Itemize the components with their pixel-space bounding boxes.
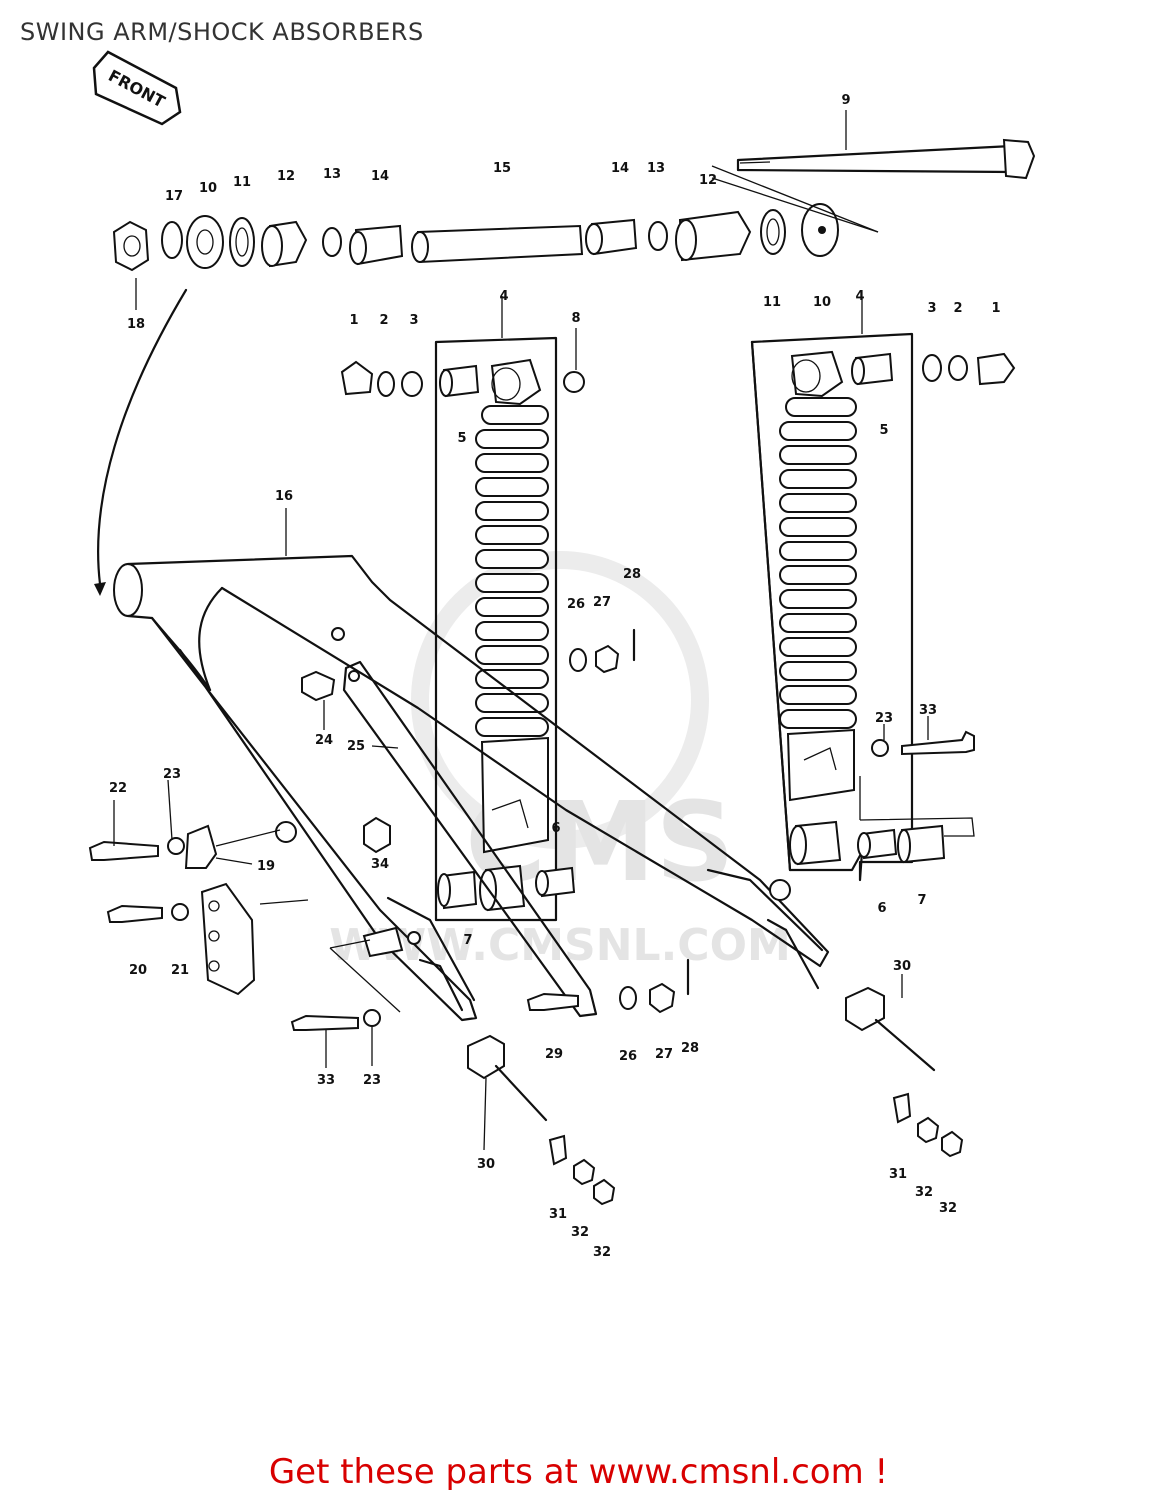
callout-14: 14 xyxy=(611,161,629,176)
pivot-shaft xyxy=(736,138,1036,180)
callout-5: 5 xyxy=(879,423,888,438)
callout-31: 31 xyxy=(549,1207,567,1222)
assembly-arrow xyxy=(97,288,188,586)
leader-lines xyxy=(113,110,929,1151)
callout-1: 1 xyxy=(991,301,1000,316)
callout-11: 11 xyxy=(233,175,251,190)
front-arrow-icon: FRONT xyxy=(92,50,182,126)
callout-19: 19 xyxy=(257,859,275,874)
left-shock-panel xyxy=(434,336,576,922)
right-spring xyxy=(779,397,857,729)
footer-link[interactable]: Get these parts at www.cmsnl.com ! xyxy=(268,1452,889,1492)
callout-23: 23 xyxy=(875,711,893,726)
callout-10: 10 xyxy=(813,295,831,310)
callout-12: 12 xyxy=(277,169,295,184)
callout-30: 30 xyxy=(893,959,911,974)
callout-9: 9 xyxy=(841,93,850,108)
callout-14: 14 xyxy=(371,169,389,184)
callout-5: 5 xyxy=(457,431,466,446)
callout-26: 26 xyxy=(619,1049,637,1064)
torque-link xyxy=(342,660,598,1018)
callout-25: 25 xyxy=(347,739,365,754)
callout-22: 22 xyxy=(109,781,127,796)
callout-33: 33 xyxy=(919,703,937,718)
callout-20: 20 xyxy=(129,963,147,978)
callout-32: 32 xyxy=(593,1245,611,1260)
left-spring xyxy=(475,405,549,737)
callout-32: 32 xyxy=(915,1185,933,1200)
callout-24: 24 xyxy=(315,733,333,748)
callout-27: 27 xyxy=(593,595,611,610)
swing-arm xyxy=(113,554,830,1022)
callout-33: 33 xyxy=(317,1073,335,1088)
callout-21: 21 xyxy=(171,963,189,978)
callout-2: 2 xyxy=(379,313,388,328)
callout-4: 4 xyxy=(855,289,864,304)
callout-18: 18 xyxy=(127,317,145,332)
callout-13: 13 xyxy=(323,167,341,182)
callout-6: 6 xyxy=(551,821,560,836)
callout-23: 23 xyxy=(363,1073,381,1088)
page-title: SWING ARM/SHOCK ABSORBERS xyxy=(20,18,424,46)
callout-28: 28 xyxy=(623,567,641,582)
callout-32: 32 xyxy=(571,1225,589,1240)
callout-4: 4 xyxy=(499,289,508,304)
callout-31: 31 xyxy=(889,1167,907,1182)
upper-right-hardware xyxy=(922,352,1016,386)
callout-11: 11 xyxy=(763,295,781,310)
fasteners xyxy=(88,628,975,1206)
callout-28: 28 xyxy=(681,1041,699,1056)
callouts: 9 17 10 11 12 13 14 15 14 13 12 11 10 18… xyxy=(109,93,1001,1260)
callout-8: 8 xyxy=(571,311,580,326)
callout-3: 3 xyxy=(409,313,418,328)
callout-15: 15 xyxy=(493,161,511,176)
callout-16: 16 xyxy=(275,489,293,504)
callout-2: 2 xyxy=(953,301,962,316)
callout-13: 13 xyxy=(647,161,665,176)
assembly-arrow-head xyxy=(94,582,106,596)
callout-17: 17 xyxy=(165,189,183,204)
callout-10: 10 xyxy=(199,181,217,196)
callout-7: 7 xyxy=(917,893,926,908)
callout-12: 12 xyxy=(699,173,717,188)
callout-6: 6 xyxy=(877,901,886,916)
callout-7: 7 xyxy=(463,933,472,948)
callout-29: 29 xyxy=(545,1047,563,1062)
callout-1: 1 xyxy=(349,313,358,328)
callout-32: 32 xyxy=(939,1201,957,1216)
callout-3: 3 xyxy=(927,301,936,316)
upper-left-hardware xyxy=(340,360,585,397)
right-shock-panel xyxy=(750,332,975,882)
spindle-parts xyxy=(112,165,879,272)
callout-27: 27 xyxy=(655,1047,673,1062)
callout-26: 26 xyxy=(567,597,585,612)
callout-30: 30 xyxy=(477,1157,495,1172)
callout-34: 34 xyxy=(371,857,389,872)
callout-23: 23 xyxy=(163,767,181,782)
